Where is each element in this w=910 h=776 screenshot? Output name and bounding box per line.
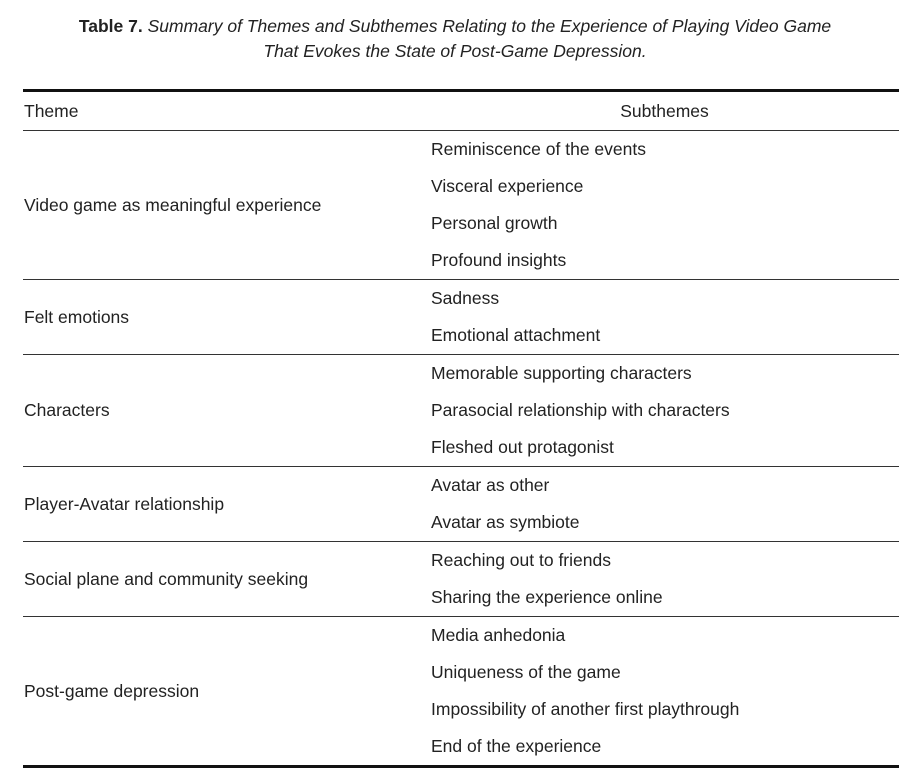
table-caption: Table 7. Summary of Themes and Subthemes… [0, 14, 910, 64]
theme-cell: Characters [23, 354, 430, 467]
subtheme-cell: Reaching out to friends [430, 541, 899, 579]
table-row: Visceral experience [23, 168, 899, 205]
header-subthemes: Subthemes [620, 100, 709, 121]
caption-line-2: That Evokes the State of Post-Game Depre… [0, 39, 910, 64]
table-row: Player-Avatar relationship Avatar as oth… [23, 466, 899, 542]
table-row: Avatar as symbiote [23, 504, 899, 542]
subtheme-cell: Avatar as other [430, 466, 899, 504]
table-row: Video game as meaningful experience Remi… [23, 131, 899, 215]
theme-cell: Post-game depression [23, 616, 430, 768]
subtheme-cell: Sharing the experience online [431, 587, 663, 607]
theme-cell: Felt emotions [23, 279, 430, 355]
table-row: Social plane and community seeking Reach… [23, 541, 899, 617]
table-row: Fleshed out protagonist [23, 429, 899, 467]
caption-line-1: Table 7. Summary of Themes and Subthemes… [0, 14, 910, 39]
table-title-line-1: Summary of Themes and Subthemes Relating… [147, 16, 832, 36]
subtheme-cell: Visceral experience [431, 176, 584, 196]
table-header: Theme Subthemes [23, 90, 899, 131]
header-row: Theme Subthemes [23, 90, 899, 131]
table-row: End of the experience [23, 728, 899, 768]
table-row: Emotional attachment [23, 317, 899, 355]
header-theme: Theme [24, 100, 79, 121]
theme-cell: Player-Avatar relationship [23, 466, 430, 542]
table-row: Post-game depression Media anhedonia [23, 616, 899, 768]
subtheme-cell: End of the experience [430, 728, 899, 768]
table-title-line-2: That Evokes the State of Post-Game Depre… [263, 41, 647, 61]
table-row: Impossibility of another first playthrou… [23, 691, 899, 728]
table-row: Personal growth [23, 205, 899, 242]
theme-cell: Social plane and community seeking [23, 541, 430, 617]
subtheme-cell: Uniqueness of the game [431, 662, 621, 682]
subtheme-cell: Profound insights [431, 250, 567, 270]
themes-table: Theme Subthemes Video game as meaningful… [23, 89, 899, 768]
table-row: Sharing the experience online [23, 579, 899, 617]
subtheme-cell: Parasocial relationship with characters [431, 400, 730, 420]
table-label: Table 7. [78, 16, 143, 36]
subtheme-cell: Reminiscence of the events [431, 139, 646, 159]
subtheme-cell: Impossibility of another first playthrou… [431, 699, 740, 719]
subtheme-cell: Media anhedonia [430, 616, 899, 654]
table-row: Parasocial relationship with characters [23, 392, 899, 429]
subtheme-cell: Fleshed out protagonist [431, 437, 614, 457]
subtheme-cell: Memorable supporting characters [430, 354, 899, 392]
subtheme-cell: Personal growth [431, 213, 558, 233]
themes-table-container: Theme Subthemes Video game as meaningful… [23, 89, 899, 768]
table-row: Profound insights [23, 242, 899, 280]
table-row: Uniqueness of the game [23, 654, 899, 691]
theme-cell: Video game as meaningful experience [24, 194, 322, 215]
subtheme-cell: Sadness [430, 279, 899, 317]
table-row: Felt emotions Sadness [23, 279, 899, 355]
subtheme-cell: Avatar as symbiote [431, 512, 580, 532]
table-body: Video game as meaningful experience Remi… [23, 131, 899, 768]
subtheme-cell: Emotional attachment [431, 325, 601, 345]
table-row: Characters Memorable supporting characte… [23, 354, 899, 467]
